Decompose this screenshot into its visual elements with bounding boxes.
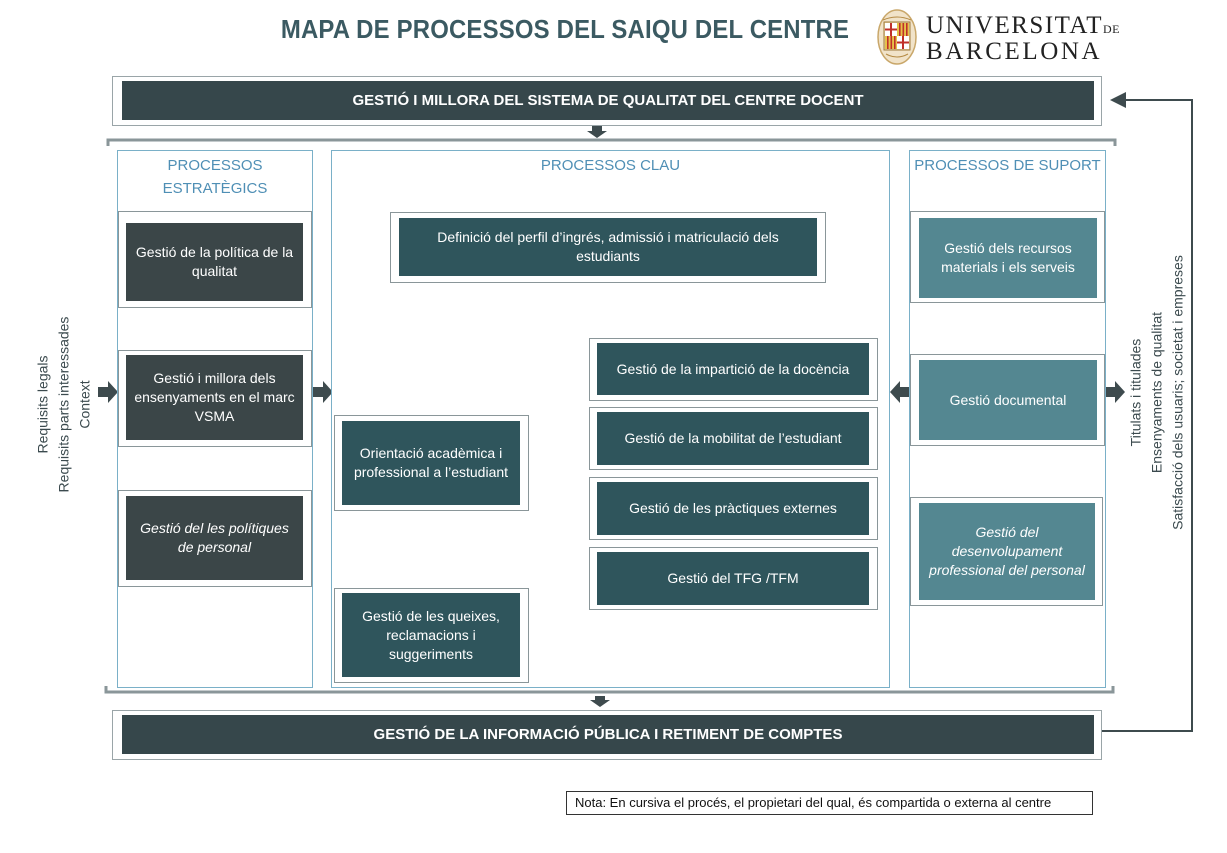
output-satisfaction: Satisfacció dels usuaris; societat i emp… [1169,255,1186,530]
logo-line2: BARCELONA [926,38,1103,65]
support-documents: Gestió documental [919,360,1097,440]
input-stakeholder-requirements: Requisits parts interessades [55,316,72,493]
process-orientation: Orientació acadèmica i professional a l’… [342,421,520,505]
strategic-header: PROCESSOS ESTRATÈGICS [162,157,268,197]
output-quality-teaching: Ensenyaments de qualitat [1148,311,1165,474]
support-professional-development: Gestió del desenvolupament professional … [919,503,1095,600]
arrow-down-top [587,131,607,138]
key-header: PROCESSOS CLAU [540,157,681,174]
arrow-down-bottom [590,700,610,707]
output-graduates: Titulats i titulades [1127,338,1144,447]
footnote: Nota: En cursiva el procés, el propietar… [566,791,1093,815]
strategic-vsma: Gestió i millora dels ensenyaments en el… [126,355,303,440]
process-complaints: Gestió de les queixes, reclamacions i su… [342,593,520,677]
logo-line1: UNIVERSITAT [926,12,1103,39]
process-teaching: Gestió de la impartició de la docència [597,343,869,395]
support-header: PROCESSOS DE SUPORT [914,157,1101,174]
strategic-quality-policy: Gestió de la política de la qualitat [126,223,303,301]
process-mobility: Gestió de la mobilitat de l’estudiant [597,412,869,465]
process-tfg-tfm: Gestió del TFG /TFM [597,552,869,605]
university-logo: UNIVERSITATDE BARCELONA [874,8,1120,66]
process-internships: Gestió de les pràctiques externes [597,482,869,535]
input-arrow [98,381,118,403]
bottom-bar: GESTIÓ DE LA INFORMACIÓ PÚBLICA I RETIME… [122,715,1094,754]
strategic-personnel-policies: Gestió del les polítiques de personal [126,496,303,580]
support-to-key-arrow [890,381,910,403]
support-resources: Gestió dels recursos materials i els ser… [919,218,1097,298]
strategic-to-key-arrow [313,381,333,403]
process-profile-admission: Definició del perfil d’ingrés, admissió … [399,218,817,276]
logo-line1-suffix: DE [1103,22,1120,36]
university-seal-icon [877,9,917,65]
top-bracket [106,138,1117,146]
input-context: Context [76,380,93,429]
top-bar: GESTIÓ I MILLORA DEL SISTEMA DE QUALITAT… [122,81,1094,120]
page-title: MAPA DE PROCESSOS DEL SAIQU DEL CENTRE [280,14,850,44]
output-arrow [1105,381,1125,403]
input-legal-requirements: Requisits legals [34,355,51,454]
